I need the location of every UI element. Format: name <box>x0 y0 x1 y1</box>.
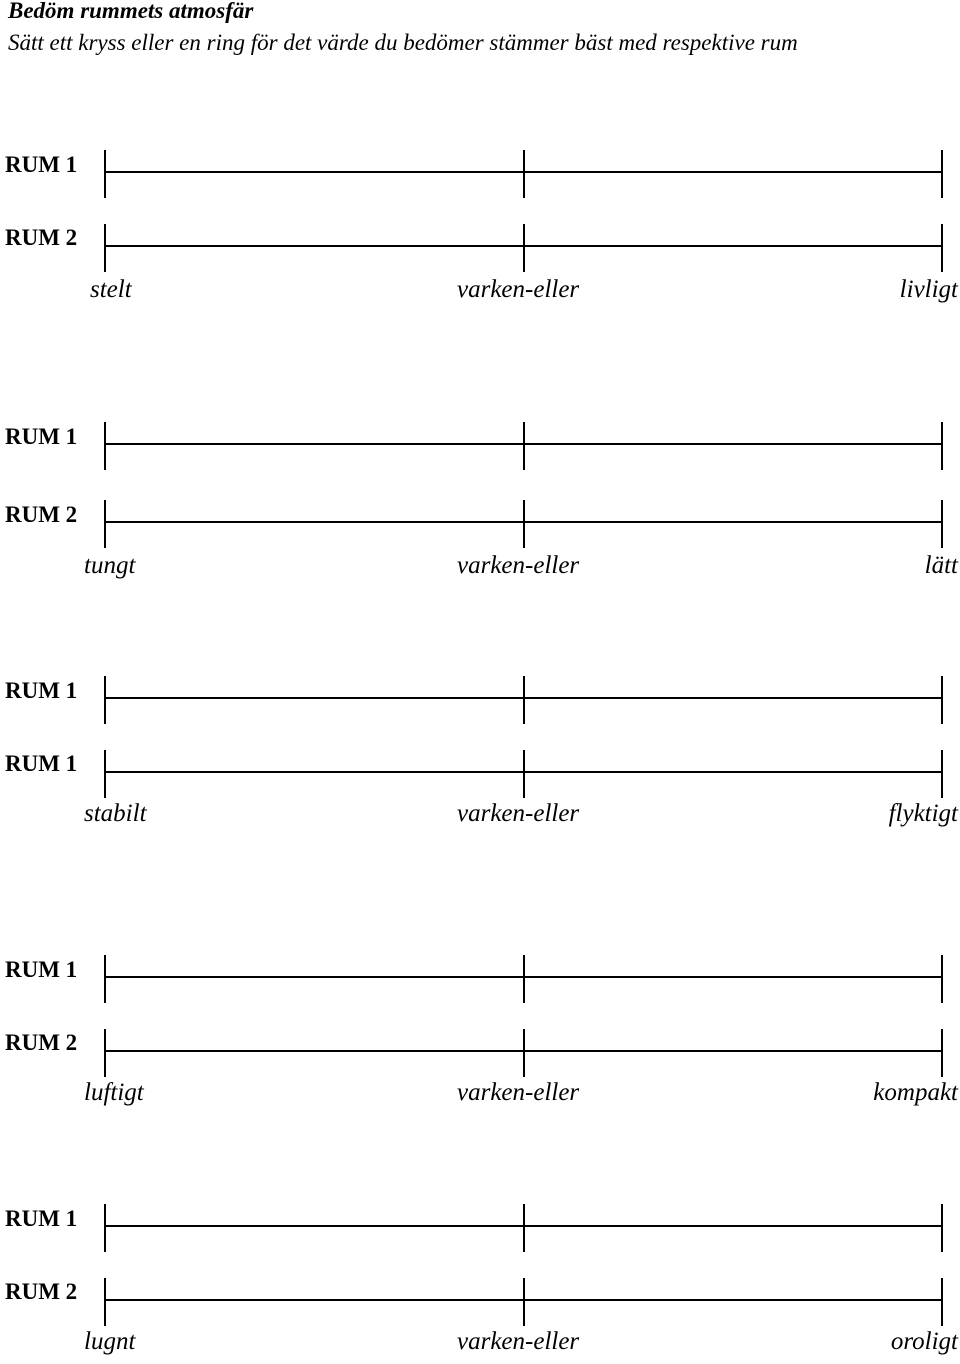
anchor-right-label: kompakt <box>873 1079 958 1106</box>
scale-row-1-label: RUM 1 <box>5 1206 78 1231</box>
tick-middle[interactable] <box>523 422 525 470</box>
scale-row-2-label: RUM 2 <box>5 1279 78 1304</box>
tick-right[interactable] <box>941 676 943 724</box>
tick-left[interactable] <box>104 750 106 798</box>
scale-row-2-line[interactable] <box>104 750 943 798</box>
scale-row-2-line[interactable] <box>104 500 943 548</box>
tick-middle[interactable] <box>523 1029 525 1077</box>
anchor-left-label: stelt <box>90 276 132 303</box>
tick-right[interactable] <box>941 955 943 1003</box>
anchor-left-label: stabilt <box>84 800 147 827</box>
tick-middle[interactable] <box>523 500 525 548</box>
anchor-middle-label: varken-eller <box>457 552 580 579</box>
anchor-right-label: flyktigt <box>888 800 958 827</box>
anchor-middle-label: varken-eller <box>457 1079 580 1106</box>
scale-row-1-label: RUM 1 <box>5 957 78 982</box>
tick-middle[interactable] <box>523 955 525 1003</box>
tick-middle[interactable] <box>523 150 525 198</box>
scale-row-2-line[interactable] <box>104 224 943 272</box>
anchor-left-label: tungt <box>84 552 136 579</box>
scale-row-2-label: RUM 2 <box>5 225 78 250</box>
anchor-right-label: lätt <box>924 552 958 579</box>
scale-row-1-line[interactable] <box>104 676 943 724</box>
tick-middle[interactable] <box>523 676 525 724</box>
scale-row-1-label: RUM 1 <box>5 152 78 177</box>
scale-row-1-line[interactable] <box>104 1204 943 1252</box>
tick-right[interactable] <box>941 1204 943 1252</box>
scale-row-1-line[interactable] <box>104 422 943 470</box>
tick-right[interactable] <box>941 150 943 198</box>
tick-left[interactable] <box>104 150 106 198</box>
form-title: Bedöm rummets atmosfär <box>8 0 254 23</box>
rating-scale-2: RUM 1 RUM 2 tungt varken-eller lätt <box>0 422 960 582</box>
anchor-left-label: lugnt <box>84 1328 136 1355</box>
anchor-middle-label: varken-eller <box>457 1328 580 1355</box>
tick-middle[interactable] <box>523 750 525 798</box>
form-instruction: Sätt ett kryss eller en ring för det vär… <box>8 30 798 55</box>
tick-middle[interactable] <box>523 224 525 272</box>
rating-scale-3: RUM 1 RUM 1 stabilt varken-eller flyktig… <box>0 676 960 836</box>
scale-row-1-line[interactable] <box>104 150 943 198</box>
anchor-middle-label: varken-eller <box>457 276 580 303</box>
scale-row-2-label: RUM 2 <box>5 1030 78 1055</box>
tick-left[interactable] <box>104 676 106 724</box>
rating-scale-1: RUM 1 RUM 2 stelt varken-eller livligt <box>0 150 960 310</box>
tick-left[interactable] <box>104 422 106 470</box>
scale-row-2-label: RUM 2 <box>5 502 78 527</box>
tick-right[interactable] <box>941 500 943 548</box>
anchor-right-label: oroligt <box>890 1328 958 1355</box>
scale-row-2-line[interactable] <box>104 1278 943 1326</box>
tick-left[interactable] <box>104 955 106 1003</box>
rating-scale-5: RUM 1 RUM 2 lugnt varken-eller oroligt <box>0 1204 960 1364</box>
scale-row-2-line[interactable] <box>104 1029 943 1077</box>
tick-left[interactable] <box>104 224 106 272</box>
tick-middle[interactable] <box>523 1278 525 1326</box>
scale-row-2-label: RUM 1 <box>5 751 78 776</box>
tick-right[interactable] <box>941 750 943 798</box>
tick-left[interactable] <box>104 1204 106 1252</box>
rating-scale-4: RUM 1 RUM 2 luftigt varken-eller kompakt <box>0 955 960 1115</box>
anchor-right-label: livligt <box>899 276 958 303</box>
anchor-middle-label: varken-eller <box>457 800 580 827</box>
tick-left[interactable] <box>104 500 106 548</box>
scale-row-1-label: RUM 1 <box>5 424 78 449</box>
tick-left[interactable] <box>104 1278 106 1326</box>
tick-right[interactable] <box>941 224 943 272</box>
tick-left[interactable] <box>104 1029 106 1077</box>
scale-row-1-line[interactable] <box>104 955 943 1003</box>
anchor-left-label: luftigt <box>84 1079 144 1106</box>
tick-right[interactable] <box>941 422 943 470</box>
tick-right[interactable] <box>941 1029 943 1077</box>
scale-row-1-label: RUM 1 <box>5 678 78 703</box>
tick-right[interactable] <box>941 1278 943 1326</box>
tick-middle[interactable] <box>523 1204 525 1252</box>
